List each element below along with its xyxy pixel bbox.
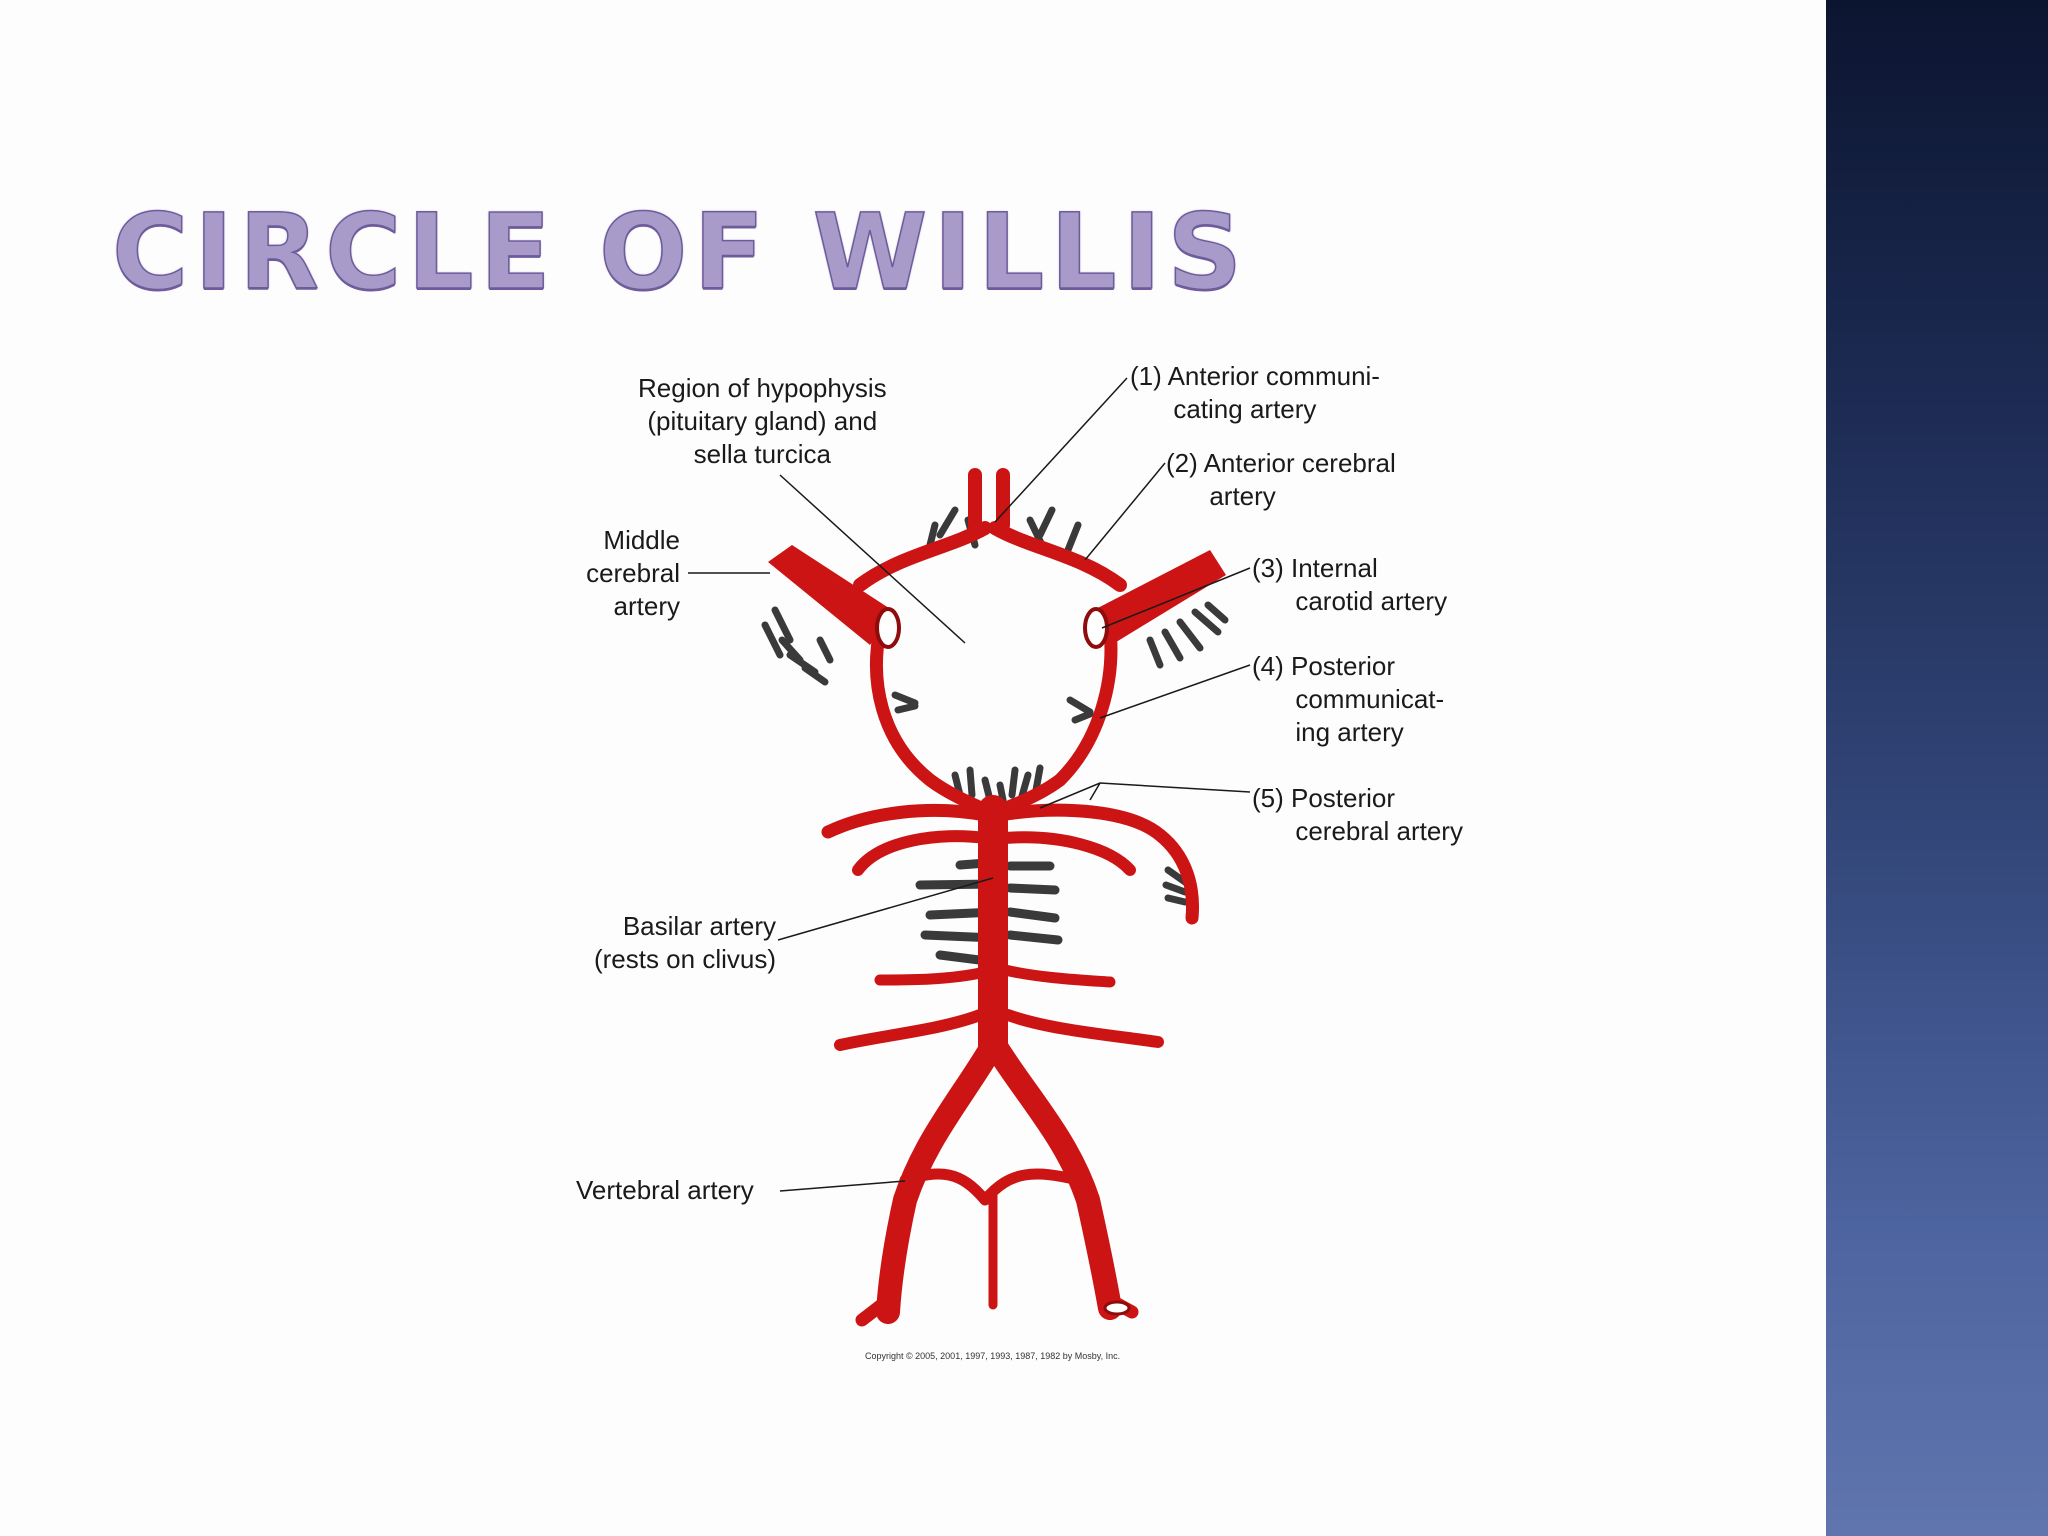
vertebral-opening [1103, 1300, 1131, 1316]
leader-anterior-communicating [994, 377, 1128, 523]
slide-title: CIRCLE OF WILLIS [111, 191, 1249, 313]
label-internal-carotid-artery: (3) Internal carotid artery [1252, 553, 1448, 616]
label-anterior-communicating-artery: (1) Anterior communi- cating artery [1130, 361, 1380, 424]
branch [1064, 521, 1082, 554]
leader-posterior-communicating [1099, 664, 1251, 719]
side-decor-panel [1826, 0, 2048, 1536]
label-posterior-communicating-artery: (4) Posterior communicat- ing artery [1252, 651, 1445, 747]
vertebral-artery-left [876, 1038, 1002, 1324]
label-anterior-cerebral-artery: (2) Anterior cerebral artery [1166, 448, 1396, 511]
label-hypophysis: Region of hypophysis (pituitary gland) a… [638, 373, 887, 469]
leader-anterior-cerebral [1084, 462, 1166, 561]
internal-carotid-right-opening [1083, 607, 1109, 649]
arteries [821, 468, 1200, 1327]
leader-vertebral [779, 1180, 906, 1192]
leader-hypophysis [779, 474, 966, 644]
leader-internal-carotid [1101, 567, 1251, 629]
middle-cerebral-left [768, 545, 901, 649]
branch [936, 506, 959, 539]
leader-lines [688, 377, 1251, 1192]
label-middle-cerebral-artery: Middle cerebral artery [586, 525, 680, 621]
internal-carotid-left-opening [875, 607, 901, 649]
middle-cerebral-right [1083, 550, 1226, 649]
branch [1036, 506, 1056, 539]
label-vertebral-artery: Vertebral artery [576, 1175, 754, 1205]
leader-basilar [777, 877, 994, 941]
label-posterior-cerebral-artery: (5) Posterior cerebral artery [1252, 783, 1463, 846]
branch [926, 521, 939, 549]
copyright-notice: Copyright © 2005, 2001, 1997, 1993, 1987… [865, 1351, 1121, 1361]
vertebral-artery-right [986, 1038, 1122, 1320]
label-basilar-artery: Basilar artery (rests on clivus) [593, 911, 776, 974]
